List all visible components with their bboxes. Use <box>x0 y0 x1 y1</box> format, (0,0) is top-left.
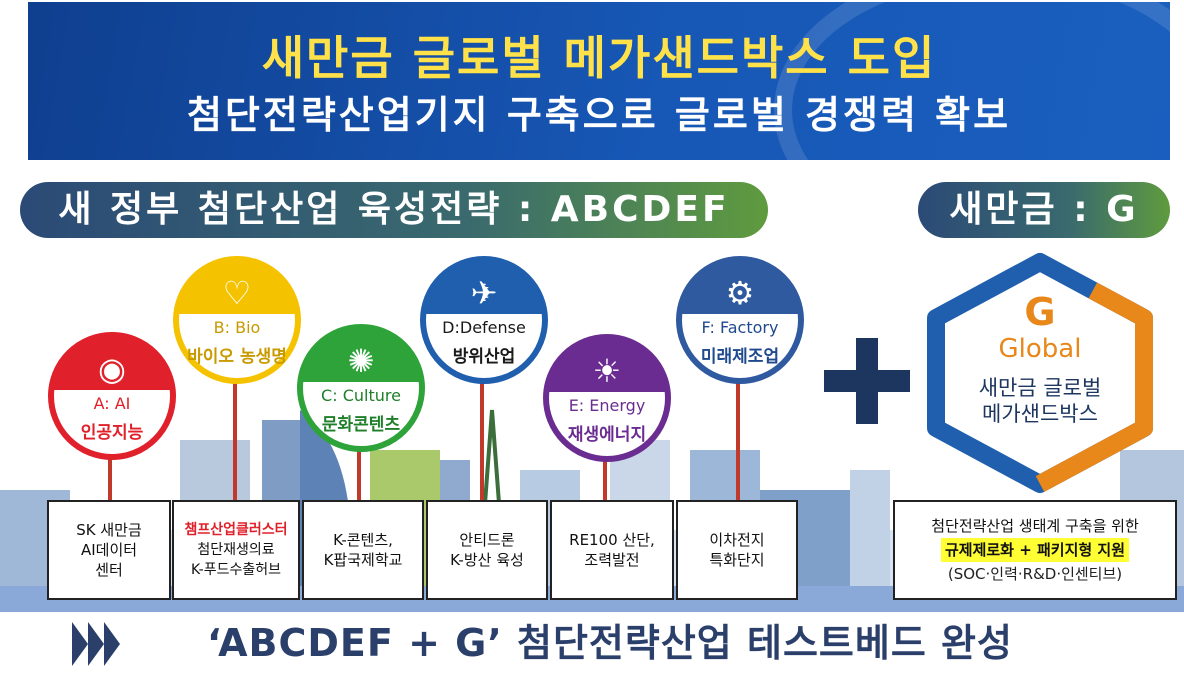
project-box-energy: RE100 산단, 조력발전 <box>550 500 674 600</box>
project-box-factory-line: 이차전지 <box>709 531 765 549</box>
bottom-conclusion: ‘ABCDEF + G’ 첨단전략산업 테스트베드 완성 <box>207 621 1013 665</box>
project-box-bio-line: K-푸드수출허브 <box>190 562 282 578</box>
project-box-defense-line: 안티드론 <box>459 531 515 549</box>
connector-line-e <box>603 452 607 502</box>
saemangeum-pill: 새만금 : G <box>918 182 1170 238</box>
header-banner: 새만금 글로벌 메가샌드박스 도입 첨단전략산업기지 구축으로 글로벌 경쟁력 … <box>28 2 1170 160</box>
circle-defense-letter: D:Defense <box>442 318 526 337</box>
connector-line-f <box>736 372 740 502</box>
circle-bio-letter: B: Bio <box>213 318 261 337</box>
project-box-ai-line: SK 새만금 <box>76 521 142 539</box>
project-box-defense-line: K-방산 육성 <box>450 551 524 569</box>
page-subtitle: 첨단전략산업기지 구축으로 글로벌 경쟁력 확보 <box>186 93 1012 137</box>
project-box-bio: 챔프산업클러스터 첨단재생의료 K-푸드수출허브 <box>172 500 300 600</box>
project-box-factory-line: 특화단지 <box>709 551 765 569</box>
circle-energy-letter: E: Energy <box>568 396 646 415</box>
project-box-bio-highlight: 챔프산업클러스터 <box>184 522 288 538</box>
project-box-factory: 이차전지 특화단지 <box>676 500 798 600</box>
page-title: 새만금 글로벌 메가샌드박스 도입 <box>261 31 937 85</box>
project-box-defense: 안티드론 K-방산 육성 <box>426 500 548 600</box>
circle-factory-letter: F: Factory <box>701 318 779 337</box>
circle-ai-letter: A: AI <box>93 394 131 413</box>
chevron-right-icon <box>72 622 88 666</box>
project-box-culture-line: K팝국제학교 <box>323 551 403 569</box>
solar-panel-icon: ☀ <box>592 352 622 390</box>
chevron-right-icon <box>88 622 104 666</box>
global-letter: G <box>1024 290 1056 334</box>
global-hexagon <box>927 253 1153 493</box>
connector-line-c <box>357 440 361 502</box>
project-box-culture: K-콘텐츠, K팝국제학교 <box>302 500 424 600</box>
project-box-ai-line: AI데이터 <box>80 541 138 559</box>
heart-monitor-icon: ♡ <box>222 274 252 312</box>
gears-icon: ⚙ <box>725 274 755 312</box>
connector-line-b <box>233 372 237 502</box>
circle-bio-name: 바이오 농생명 <box>187 347 287 367</box>
dot-burst-icon: ✺ <box>347 342 375 380</box>
circle-bio: ♡ B: Bio 바이오 농생명 <box>173 256 301 384</box>
support-box: 첨단전략산업 생태계 구축을 위한 규제제로화 + 패키지형 지원 (SOC·인… <box>893 500 1177 600</box>
cctv-camera-icon: ◉ <box>98 350 126 388</box>
circle-energy: ☀ E: Energy 재생에너지 <box>543 334 671 462</box>
project-box-bio-line: 첨단재생의료 <box>197 542 275 558</box>
circle-energy-name: 재생에너지 <box>567 425 647 445</box>
project-box-ai: SK 새만금 AI데이터 센터 <box>47 500 171 600</box>
connector-line-a <box>108 448 112 502</box>
support-box-line1: 첨단전략산업 생태계 구축을 위한 <box>931 517 1139 535</box>
project-box-ai-line: 센터 <box>95 561 123 579</box>
global-line2: 메가샌드박스 <box>982 402 1098 426</box>
circle-defense-name: 방위산업 <box>452 347 516 367</box>
global-line1: 새만금 글로벌 <box>978 376 1102 400</box>
circle-culture: ✺ C: Culture 문화콘텐츠 <box>297 324 425 452</box>
support-box-line3: (SOC·인력·R&D·인센티브) <box>947 565 1123 583</box>
circle-defense: ✈ D:Defense 방위산업 <box>420 256 548 384</box>
support-box-highlight: 규제제로화 + 패키지형 지원 <box>940 538 1130 562</box>
chevron-right-icon <box>104 622 120 666</box>
connector-line-d <box>480 372 484 502</box>
plus-icon-vertical <box>856 338 878 424</box>
circle-culture-letter: C: Culture <box>321 386 401 405</box>
circle-factory: ⚙ F: Factory 미래제조업 <box>676 256 804 384</box>
circle-culture-name: 문화콘텐츠 <box>321 415 401 435</box>
drone-icon: ✈ <box>470 274 498 312</box>
global-word: Global <box>998 334 1082 364</box>
project-box-energy-line: RE100 산단, <box>569 531 655 549</box>
project-box-culture-line: K-콘텐츠, <box>333 531 393 549</box>
circle-ai: ◉ A: AI 인공지능 <box>48 332 176 460</box>
circle-ai-name: 인공지능 <box>80 423 144 443</box>
project-box-energy-line: 조력발전 <box>584 551 640 569</box>
strategy-pill: 새 정부 첨단산업 육성전략 : ABCDEF <box>20 182 768 238</box>
circle-factory-name: 미래제조업 <box>700 347 780 367</box>
